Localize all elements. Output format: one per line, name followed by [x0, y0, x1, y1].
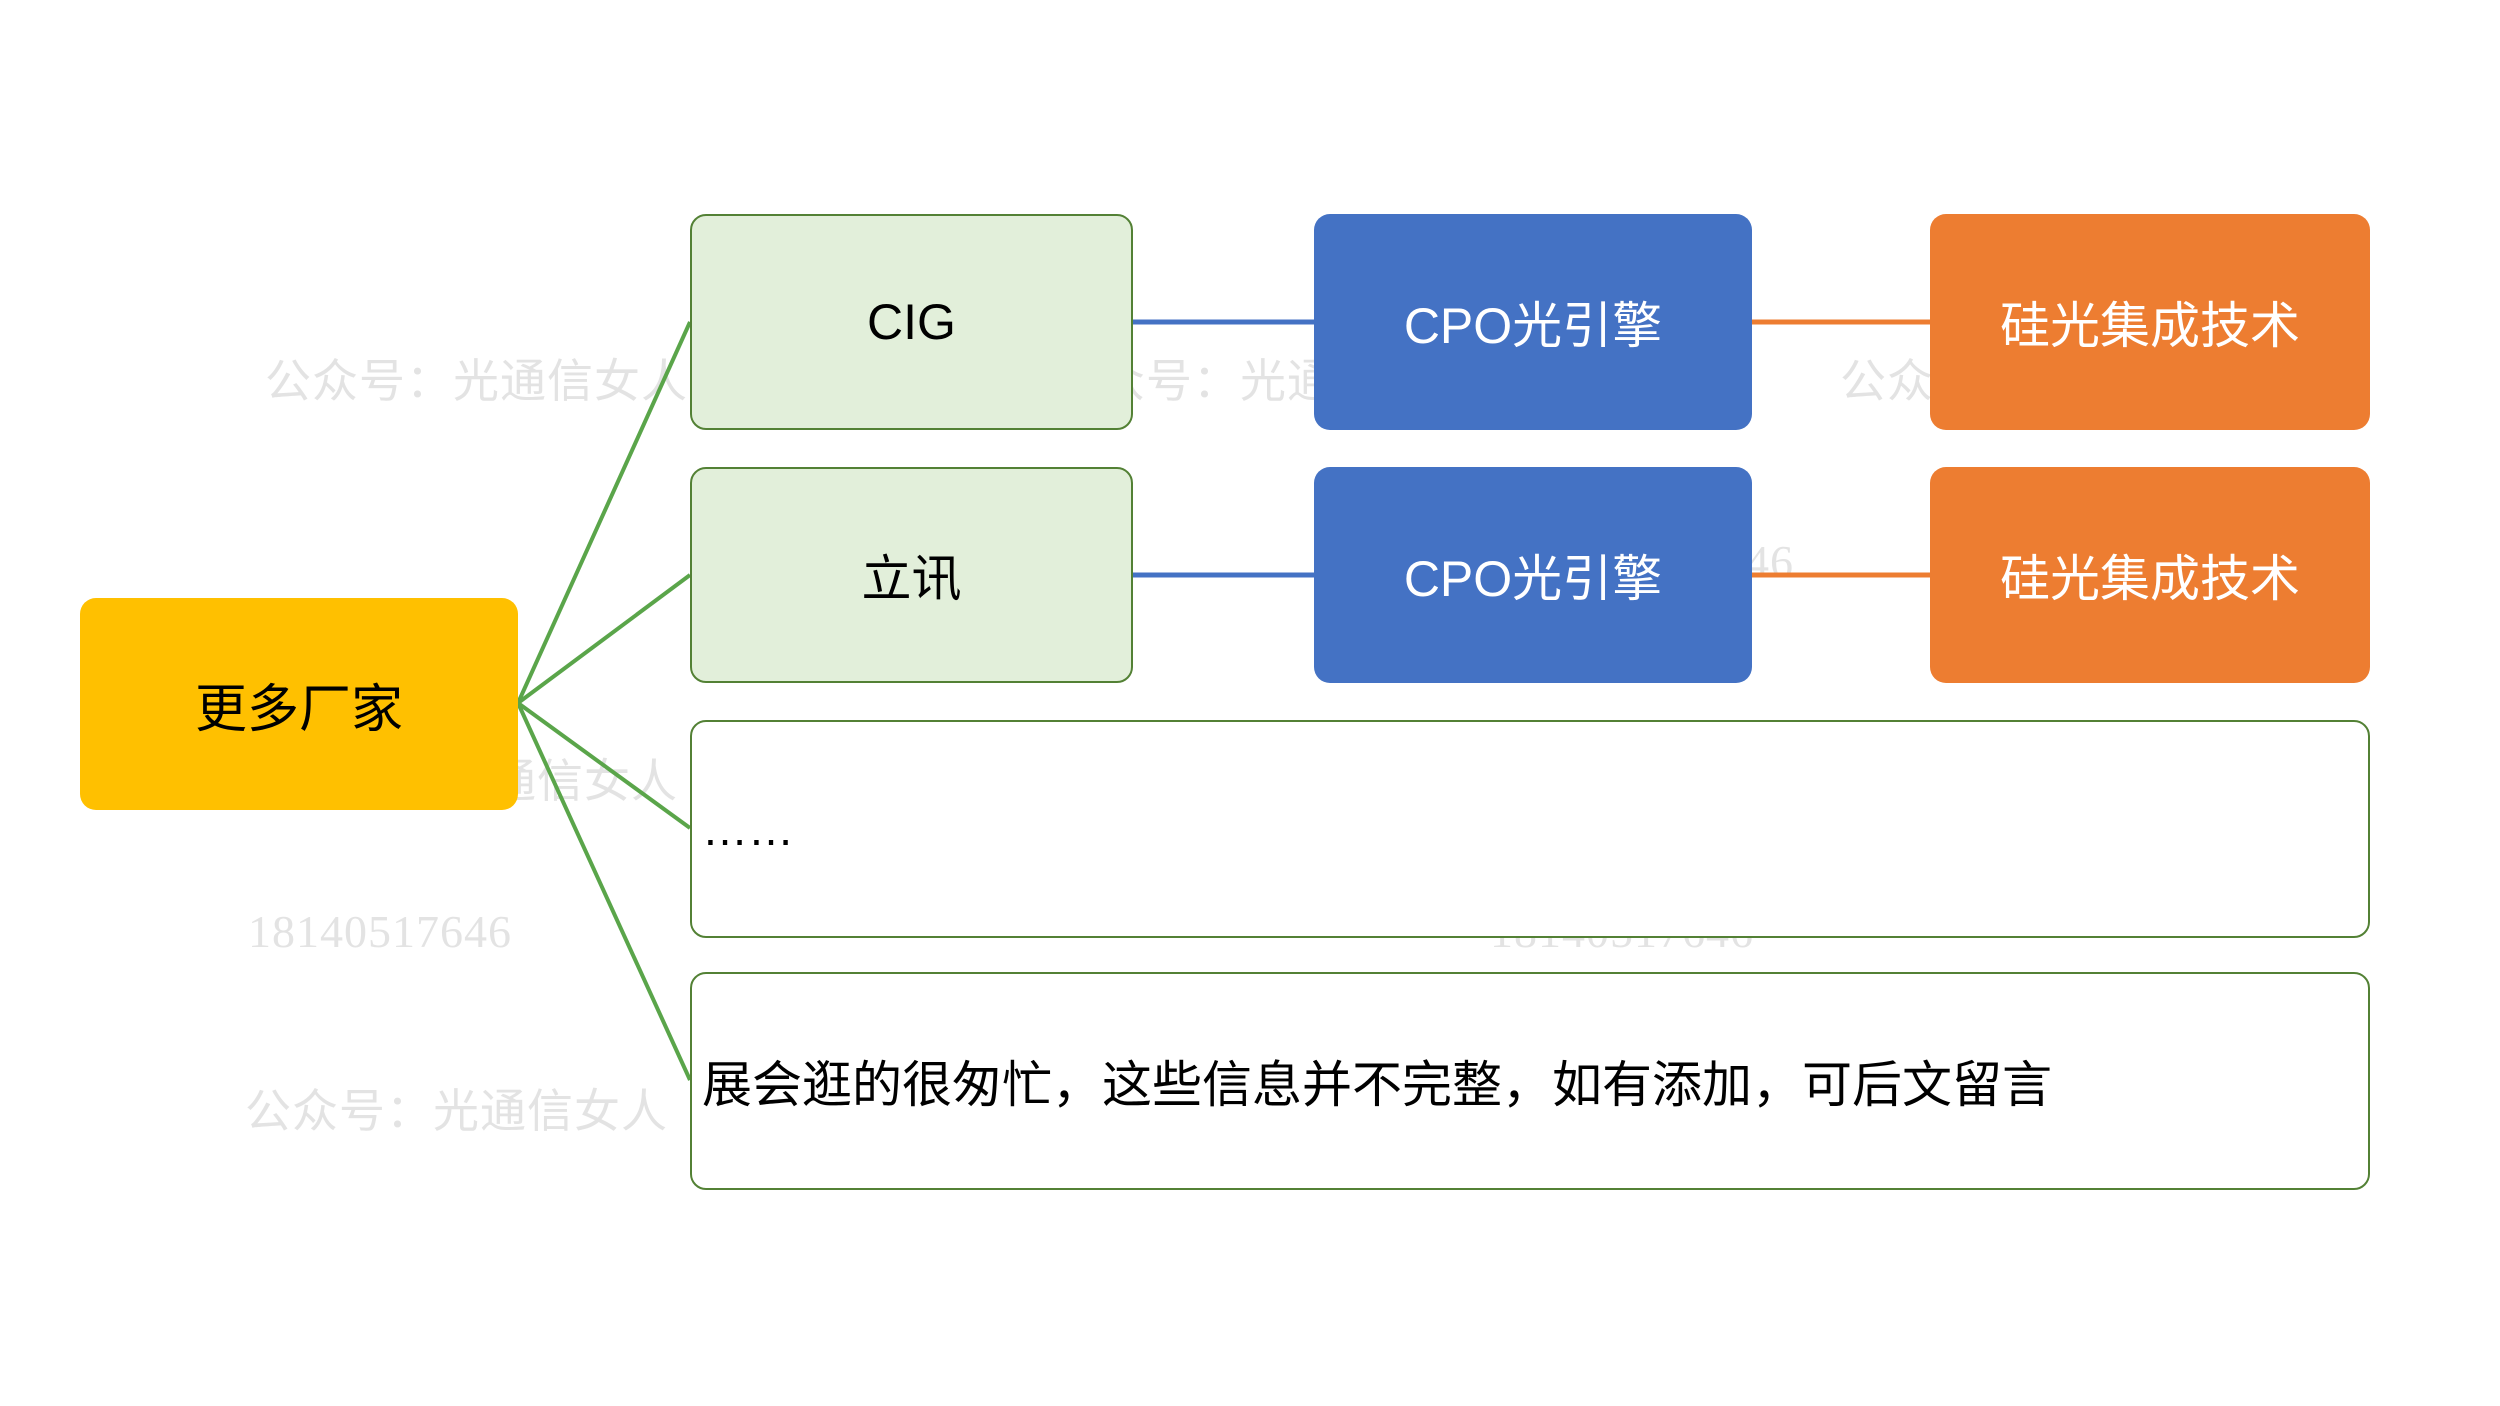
node-product-cpo-2-label: CPO光引擎 — [1403, 551, 1663, 607]
connector-root-to-ellipsis — [516, 701, 692, 830]
node-note-disclaimer[interactable]: 展会逛的很匆忙，这些信息并不完整，如有添加，可后文留言 — [690, 972, 2370, 1190]
node-root-more-vendors[interactable]: 更多厂家 — [80, 598, 518, 810]
watermark-name: 公众号：光通信女人 — [265, 356, 688, 407]
node-technology-sipho-2[interactable]: 硅光集成技术 — [1930, 467, 2370, 683]
node-product-cpo-2[interactable]: CPO光引擎 — [1314, 467, 1752, 683]
node-note-disclaimer-label: 展会逛的很匆忙，这些信息并不完整，如有添加，可后文留言 — [702, 1057, 2052, 1113]
node-technology-sipho-1[interactable]: 硅光集成技术 — [1930, 214, 2370, 430]
node-vendor-cig[interactable]: CIG — [690, 214, 1133, 430]
connector-root-to-cig — [516, 321, 692, 704]
node-note-ellipsis[interactable]: …… — [690, 720, 2370, 938]
node-product-cpo-1-label: CPO光引擎 — [1403, 298, 1663, 354]
node-vendor-luxshare-label: 立讯 — [861, 551, 962, 607]
node-technology-sipho-1-label: 硅光集成技术 — [2000, 298, 2300, 354]
node-product-cpo-1[interactable]: CPO光引擎 — [1314, 214, 1752, 430]
node-technology-sipho-2-label: 硅光集成技术 — [2000, 551, 2300, 607]
node-vendor-cig-label: CIG — [867, 294, 956, 350]
node-note-ellipsis-label: …… — [702, 803, 794, 855]
connector-root-to-note — [516, 702, 692, 1081]
connector-root-to-luxshare — [516, 573, 692, 705]
node-vendor-luxshare[interactable]: 立讯 — [690, 467, 1133, 683]
watermark-phone: 18140517646 — [248, 906, 512, 957]
node-root-label: 更多厂家 — [194, 680, 403, 739]
watermark-name: 公众号：光通信女人 — [245, 1086, 668, 1137]
